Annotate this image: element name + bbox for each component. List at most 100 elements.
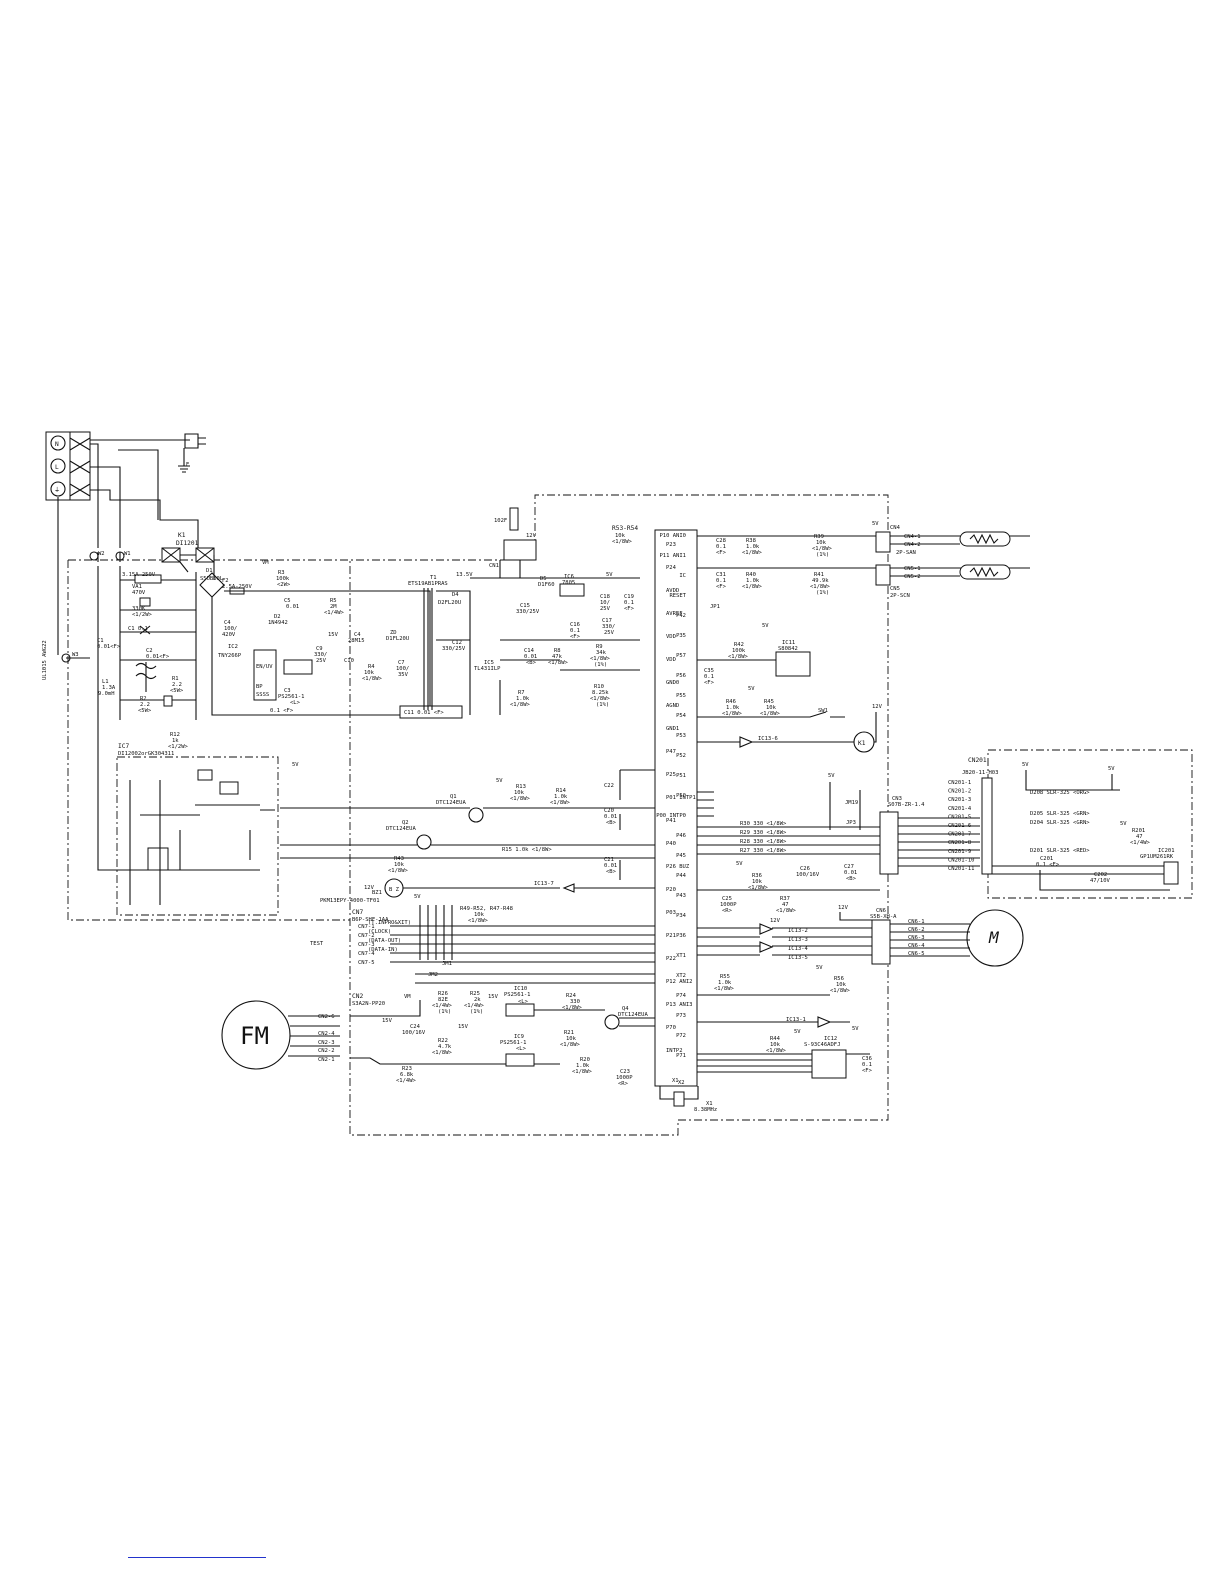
r40-watt: <1/8W> (742, 584, 763, 590)
r2-ref: R2 (140, 696, 147, 702)
r24-watt: <1/8W> (562, 1005, 583, 1011)
cn1-fuse: 102F (494, 518, 507, 524)
c19-f: <F> (624, 606, 635, 612)
ic10-15v: 15V (488, 994, 499, 1000)
c27-ref: C27 (844, 864, 854, 870)
r45-5v: 5V (748, 686, 755, 692)
c21-value: 0.01 (604, 863, 617, 869)
r15-label: R15 1.0k <1/8W> (502, 847, 552, 853)
mcu-left-pin-2: P24 (666, 565, 677, 571)
mcu-left-pin-16: P20 (666, 887, 676, 893)
x1-ref: X1 (706, 1101, 713, 1107)
r20-value: 1.0k (576, 1063, 590, 1069)
display-board: CN201 JB20-11-H03 CN201-1CN201-2CN201-3C… (948, 757, 1179, 891)
sw1-ref: SW1 (818, 708, 828, 714)
footer-link-underline[interactable] (128, 1556, 266, 1558)
zd-part: D1FL20U (386, 636, 409, 642)
mcu-right-pin-13: P51 (676, 773, 686, 779)
c5-value: 0.01 (286, 604, 299, 610)
r8-value: 47k (552, 654, 563, 660)
c17-volt: 25V (604, 630, 615, 636)
r39-watt: <1/8W> (812, 546, 833, 552)
c4b-ref: C4 (354, 632, 361, 638)
cn6-pin-5: CN6-5 (908, 951, 925, 957)
r41-tol: (1%) (816, 590, 829, 596)
ic7-part: DI12002orGK304311 (118, 751, 174, 757)
ic7-5v-label: 5V (292, 762, 299, 768)
cn4-pin-1: CN4-1 (904, 534, 921, 540)
r42-watt: <1/8W> (728, 654, 749, 660)
transformer-secondary: T1 ETS19AB1PRAS 13.5V D4 D2FL20U C12 330… (408, 507, 640, 715)
ic13-1-5v: 5V (852, 1026, 859, 1032)
cn7-part: B6P-SHF-1AA (352, 917, 389, 923)
leds-5v-b: 5V (1108, 766, 1115, 772)
r5-ref: R5 (330, 598, 337, 604)
earth-label: E (186, 462, 189, 468)
cn6-pin-1: CN6-1 (908, 919, 925, 925)
buzzer-section: 12V R43 10k <1/8W> B Z BZ1 PKM13EPY-4000… (320, 856, 655, 904)
q1-ref: Q1 (450, 794, 457, 800)
r36-5v: 5V (736, 861, 743, 867)
mcu-right-pin-15: P00 INTP0 (656, 813, 686, 819)
mcu-left-pin-15: P26 BUZ (666, 864, 690, 870)
cn5-ref: CN5 (890, 586, 900, 592)
cn201-pin-6: CN201-6 (948, 823, 971, 829)
q1-5v: 5V (496, 778, 503, 784)
c31-f: <F> (716, 584, 727, 590)
ic11-part: S80842 (778, 646, 798, 652)
r53-value: 10k (615, 533, 626, 539)
c201-value: 0.1 <F> (1036, 862, 1060, 868)
c20-b: <B> (606, 820, 617, 826)
ic12-part: S-93C46ADFJ (804, 1042, 840, 1048)
c11-label: C11 0.01 <F> (404, 710, 444, 716)
cn4-5v: 5V (872, 521, 879, 527)
pcb-boundary (67, 494, 1193, 1136)
mcu-right-pin-3: IC (679, 573, 686, 579)
r53-watt: <1/8W> (612, 539, 633, 545)
jm19-ref: JM19 (845, 800, 858, 806)
ic10-l: <L> (518, 999, 529, 1005)
c15-ref: C15 (520, 603, 530, 609)
r8-watt: <1/8W> (548, 660, 569, 666)
r13-value: 10k (514, 790, 525, 796)
mcu-left-pin-22: P70 (666, 1025, 676, 1031)
mcu-right-pin-17: P45 (676, 853, 686, 859)
c22-ref: C22 (604, 783, 614, 789)
r25-value: 2k (474, 997, 481, 1003)
r39-value: 10k (816, 540, 827, 546)
d1-ref: D1 (206, 568, 213, 574)
c202-value: 47/10V (1090, 878, 1111, 884)
r46-ref: R46 (726, 699, 736, 705)
r2-watt: <5W> (138, 708, 152, 714)
ic5-part: TL431ILP (474, 666, 501, 672)
ic13-1-ref: IC13-1 (786, 1017, 806, 1023)
cn5-pin-2: CN5-2 (904, 574, 921, 580)
ic13-2-ref: IC13-2 (788, 928, 808, 934)
led-d204: D204 SLR-325 <GRN> (1030, 820, 1090, 826)
c1b-label: C1 0.1 (128, 626, 148, 632)
mcu-right-pin-25: P73 (676, 1013, 686, 1019)
r7-watt: <1/8W> (510, 702, 531, 708)
ic12-5v: 5V (794, 1029, 801, 1035)
cn6-12v: 12V (838, 905, 849, 911)
cn7-pin-5: CN7-5 (358, 960, 375, 966)
c19-value: 0.1 (624, 600, 634, 606)
r201-ref: R201 (1132, 828, 1145, 834)
d1-part: S5UB60L (200, 576, 224, 582)
c24-value: 100/16V (402, 1030, 426, 1036)
cn4-pin-2: CN4-2 (904, 542, 921, 548)
bz1-part: PKM13EPY-4000-TF01 (320, 898, 380, 904)
c3-part: PS2561-1 (278, 694, 305, 700)
mcu-left-pin-13: P41 (666, 818, 676, 824)
c7-ref: C7 (398, 660, 405, 666)
c25-value: 1000P (720, 902, 737, 908)
c27-value: 0.01 (844, 870, 857, 876)
r28-label: R28 330 <1/8W> (740, 839, 787, 845)
r45-value: 10k (766, 705, 777, 711)
r44-watt: <1/8W> (766, 1048, 787, 1054)
buzzer-symbol: B Z (389, 887, 400, 893)
r201-watt: <1/4W> (1130, 840, 1151, 846)
mcu-right-pin-19: P43 (676, 893, 686, 899)
c19-ref: C19 (624, 594, 634, 600)
